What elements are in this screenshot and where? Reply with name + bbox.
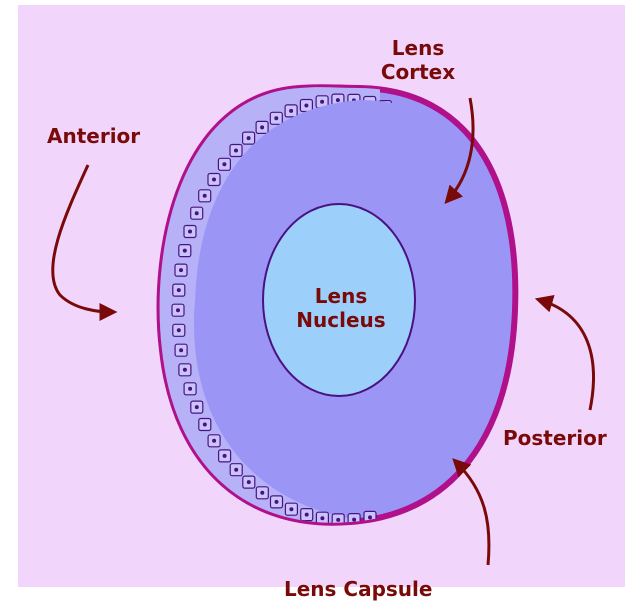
label-lens-nucleus: Lens Nucleus [286,284,396,332]
capsule-arrow [456,462,489,565]
label-lens-cortex-line2: Cortex [378,60,458,84]
epithelial-cell-nucleus [305,513,309,517]
anterior-arrow [53,165,112,312]
label-lens-capsule: Lens Capsule [284,577,432,601]
epithelial-cell-nucleus [368,515,372,519]
epithelial-cell-nucleus [203,194,207,198]
epithelial-cell-nucleus [176,308,180,312]
epithelial-cell-nucleus [179,268,183,272]
label-lens-nucleus-line1: Lens [286,284,396,308]
epithelial-cell-nucleus [212,178,216,182]
epithelial-cell-nucleus [195,405,199,409]
epithelial-cell-nucleus [320,100,324,104]
epithelial-cell-nucleus [336,98,340,102]
label-posterior: Posterior [503,426,607,450]
epithelial-cell-nucleus [203,423,207,427]
epithelial-cell-nucleus [274,116,278,120]
epithelial-cell-nucleus [336,518,340,522]
epithelial-cell-nucleus [177,288,181,292]
epithelial-cell-nucleus [188,387,192,391]
epithelial-cell-nucleus [188,230,192,234]
epithelial-cell-nucleus [223,454,227,458]
epithelial-cell-nucleus [183,249,187,253]
epithelial-cell-nucleus [222,162,226,166]
epithelial-cell-nucleus [183,368,187,372]
epithelial-cell-nucleus [179,348,183,352]
epithelial-cell-nucleus [177,328,181,332]
epithelial-cell-nucleus [247,136,251,140]
label-lens-cortex: Lens Cortex [378,36,458,84]
epithelial-cell-nucleus [234,468,238,472]
posterior-arrow [540,300,593,410]
label-lens-nucleus-line2: Nucleus [286,308,396,332]
epithelial-cell-nucleus [234,149,238,153]
epithelial-cell-nucleus [212,439,216,443]
epithelial-cell-nucleus [289,507,293,511]
label-lens-cortex-line1: Lens [378,36,458,60]
epithelial-cell-nucleus [352,518,356,522]
epithelial-cell-nucleus [304,104,308,108]
epithelial-cell-nucleus [247,480,251,484]
label-anterior: Anterior [47,124,140,148]
epithelial-cell-nucleus [275,500,279,504]
epithelial-cell-nucleus [195,211,199,215]
epithelial-cell-nucleus [260,125,264,129]
epithelial-cell-nucleus [260,491,264,495]
epithelial-cell-nucleus [320,516,324,520]
epithelial-cell-nucleus [289,109,293,113]
